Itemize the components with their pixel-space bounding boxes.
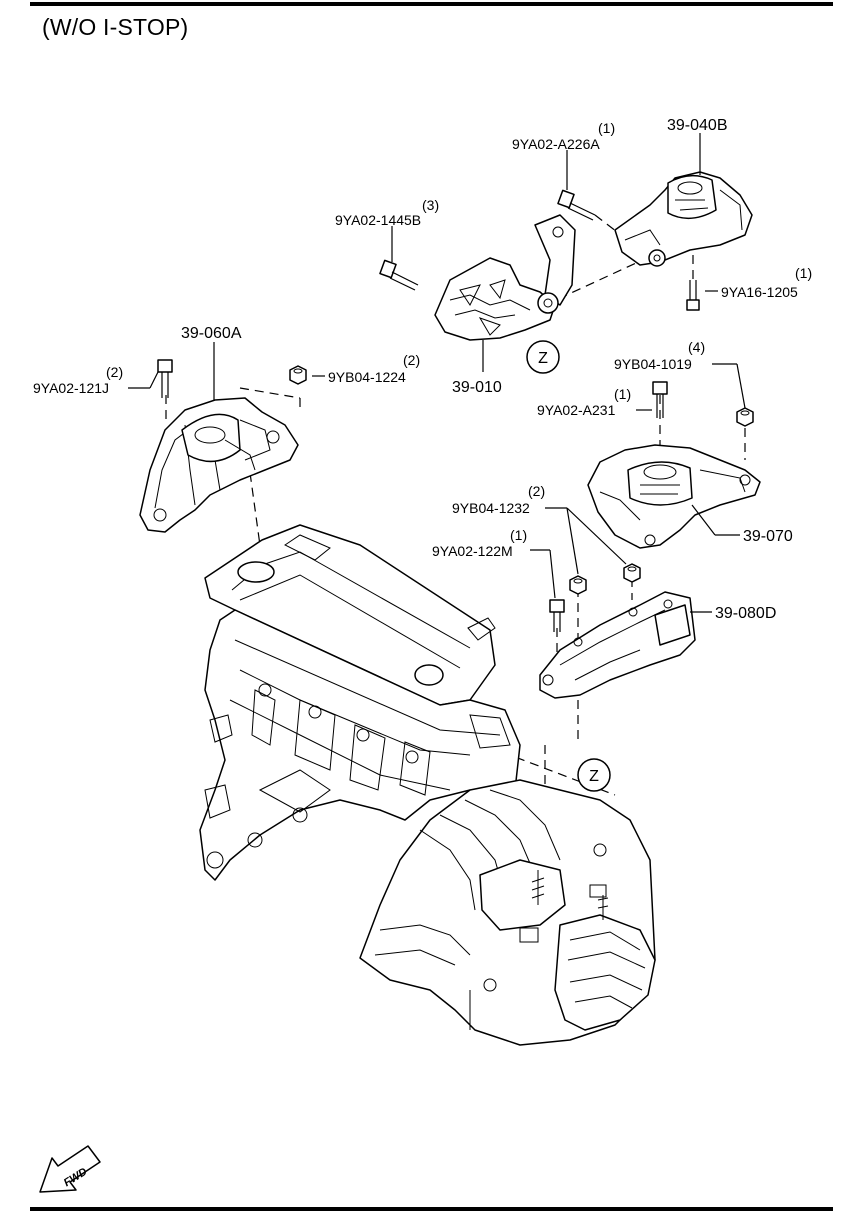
- callout-labels: 39-040B (1) 9YA02-A226A (3) 9YA02-1445B …: [33, 117, 812, 622]
- mount-39-060A: [139, 397, 299, 533]
- top-border-rule: [30, 2, 833, 6]
- callout-39-060A: 39-060A: [181, 325, 242, 342]
- qty-9YB04-1232: (2): [528, 483, 545, 499]
- callout-9YB04-1232: 9YB04-1232: [452, 500, 530, 516]
- callout-9YA02-121J: 9YA02-121J: [33, 380, 109, 396]
- bolt-9YA02-1445B: [379, 259, 419, 291]
- qty-9YA02-122M: (1): [510, 527, 527, 543]
- transmission: [359, 779, 656, 1046]
- detail-marker-z-lower: Z: [577, 758, 611, 792]
- mount-39-070: [587, 444, 761, 549]
- bolt-9YA02-A226A: [557, 189, 596, 221]
- bolt-9YA02-122M: [549, 599, 565, 632]
- svg-text:Z: Z: [589, 768, 599, 785]
- nut-9YB04-1232: [569, 563, 641, 595]
- callout-39-040B: 39-040B: [667, 117, 728, 134]
- mount-39-040B: [614, 171, 753, 267]
- engine-block: [199, 524, 521, 881]
- bracket-39-080D: [539, 591, 696, 699]
- bolt-9YA16-1205: [686, 280, 700, 311]
- bolt-9YA02-121J: [157, 359, 173, 398]
- nut-9YB04-1224: [289, 365, 307, 385]
- nut-9YB04-1019: [736, 407, 754, 427]
- svg-text:Z: Z: [538, 350, 548, 367]
- callout-9YA02-A231: 9YA02-A231: [537, 402, 616, 418]
- qty-9YA02-A231: (1): [614, 386, 631, 402]
- callout-39-010: 39-010: [452, 379, 502, 396]
- callout-9YA02-1445B: 9YA02-1445B: [335, 212, 421, 228]
- leader-lines: [128, 133, 746, 613]
- qty-9YA02-121J: (2): [106, 364, 123, 380]
- qty-9YA16-1205: (1): [795, 265, 812, 281]
- callout-39-080D: 39-080D: [715, 605, 776, 622]
- fwd-arrow-icon: FWD: [39, 1145, 101, 1193]
- callout-39-070: 39-070: [743, 528, 793, 545]
- callout-9YA02-122M: 9YA02-122M: [432, 543, 513, 559]
- fasteners: [157, 189, 754, 632]
- qty-9YB04-1224: (2): [403, 352, 420, 368]
- detail-marker-z-upper: Z: [526, 340, 560, 374]
- page-title: (W/O I-STOP): [42, 14, 189, 40]
- qty-9YA02-1445B: (3): [422, 197, 439, 213]
- callout-9YB04-1019: 9YB04-1019: [614, 356, 692, 372]
- callout-9YA02-A226A: 9YA02-A226A: [512, 136, 600, 152]
- qty-9YB04-1019: (4): [688, 339, 705, 355]
- bracket-39-010: [434, 214, 576, 341]
- bottom-border-rule: [30, 1207, 833, 1211]
- callout-9YA16-1205: 9YA16-1205: [721, 284, 798, 300]
- callout-9YB04-1224: 9YB04-1224: [328, 369, 406, 385]
- bolt-9YA02-A231: [652, 381, 668, 418]
- qty-9YA02-A226A: (1): [598, 120, 615, 136]
